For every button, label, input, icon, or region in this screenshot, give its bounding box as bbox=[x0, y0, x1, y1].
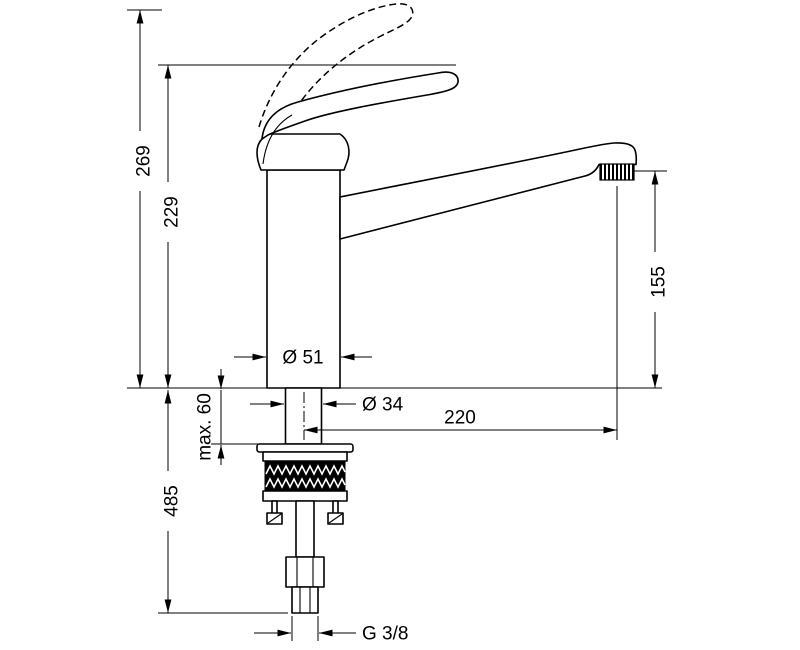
dim-label-229: 229 bbox=[162, 196, 183, 228]
dimension-body-diameter: Ø 51 bbox=[234, 348, 372, 369]
thread-zigzag-2 bbox=[265, 477, 346, 489]
connection-nut bbox=[291, 586, 319, 614]
dim-label-g38: G 3/8 bbox=[362, 624, 408, 645]
spout bbox=[339, 142, 638, 240]
dim-label-d34: Ø 34 bbox=[362, 395, 404, 416]
dimension-overall-height: 269 bbox=[127, 9, 162, 388]
dim-label-d51: Ø 51 bbox=[282, 348, 323, 369]
dimension-shank-diameter: Ø 34 bbox=[250, 395, 404, 416]
dimension-outlet-height: 155 bbox=[634, 170, 670, 388]
dim-label-220: 220 bbox=[444, 408, 476, 429]
dimension-height-to-lever: 229 bbox=[158, 64, 456, 388]
dim-label-max60: max. 60 bbox=[195, 393, 216, 461]
faucet-outline bbox=[256, 3, 638, 389]
fastening-ring bbox=[262, 490, 348, 502]
dim-label-269: 269 bbox=[134, 145, 155, 177]
aerator-icon bbox=[599, 163, 635, 181]
union-nut bbox=[285, 556, 325, 588]
stud-nut-right-hatch bbox=[328, 513, 343, 524]
base-flange-collar bbox=[262, 451, 348, 462]
dimension-max-counter-thickness: max. 60 bbox=[195, 369, 258, 465]
thread-zigzag-1 bbox=[265, 464, 346, 476]
dimension-connection-thread: G 3/8 bbox=[254, 616, 408, 645]
dimension-length-below-deck: 485 bbox=[158, 390, 288, 614]
dimension-spout-reach: 220 bbox=[303, 186, 618, 440]
handle-lever bbox=[261, 71, 459, 140]
supply-hose bbox=[295, 500, 315, 558]
handle-base bbox=[256, 133, 350, 171]
mounting-hardware bbox=[256, 387, 354, 614]
base-flange-plate bbox=[256, 443, 354, 453]
handle-detail-line bbox=[262, 114, 293, 165]
dim-label-155: 155 bbox=[649, 266, 670, 298]
dim-label-485: 485 bbox=[162, 485, 183, 517]
stud-nut-left-hatch bbox=[267, 513, 282, 524]
faucet-body-column bbox=[266, 169, 341, 389]
